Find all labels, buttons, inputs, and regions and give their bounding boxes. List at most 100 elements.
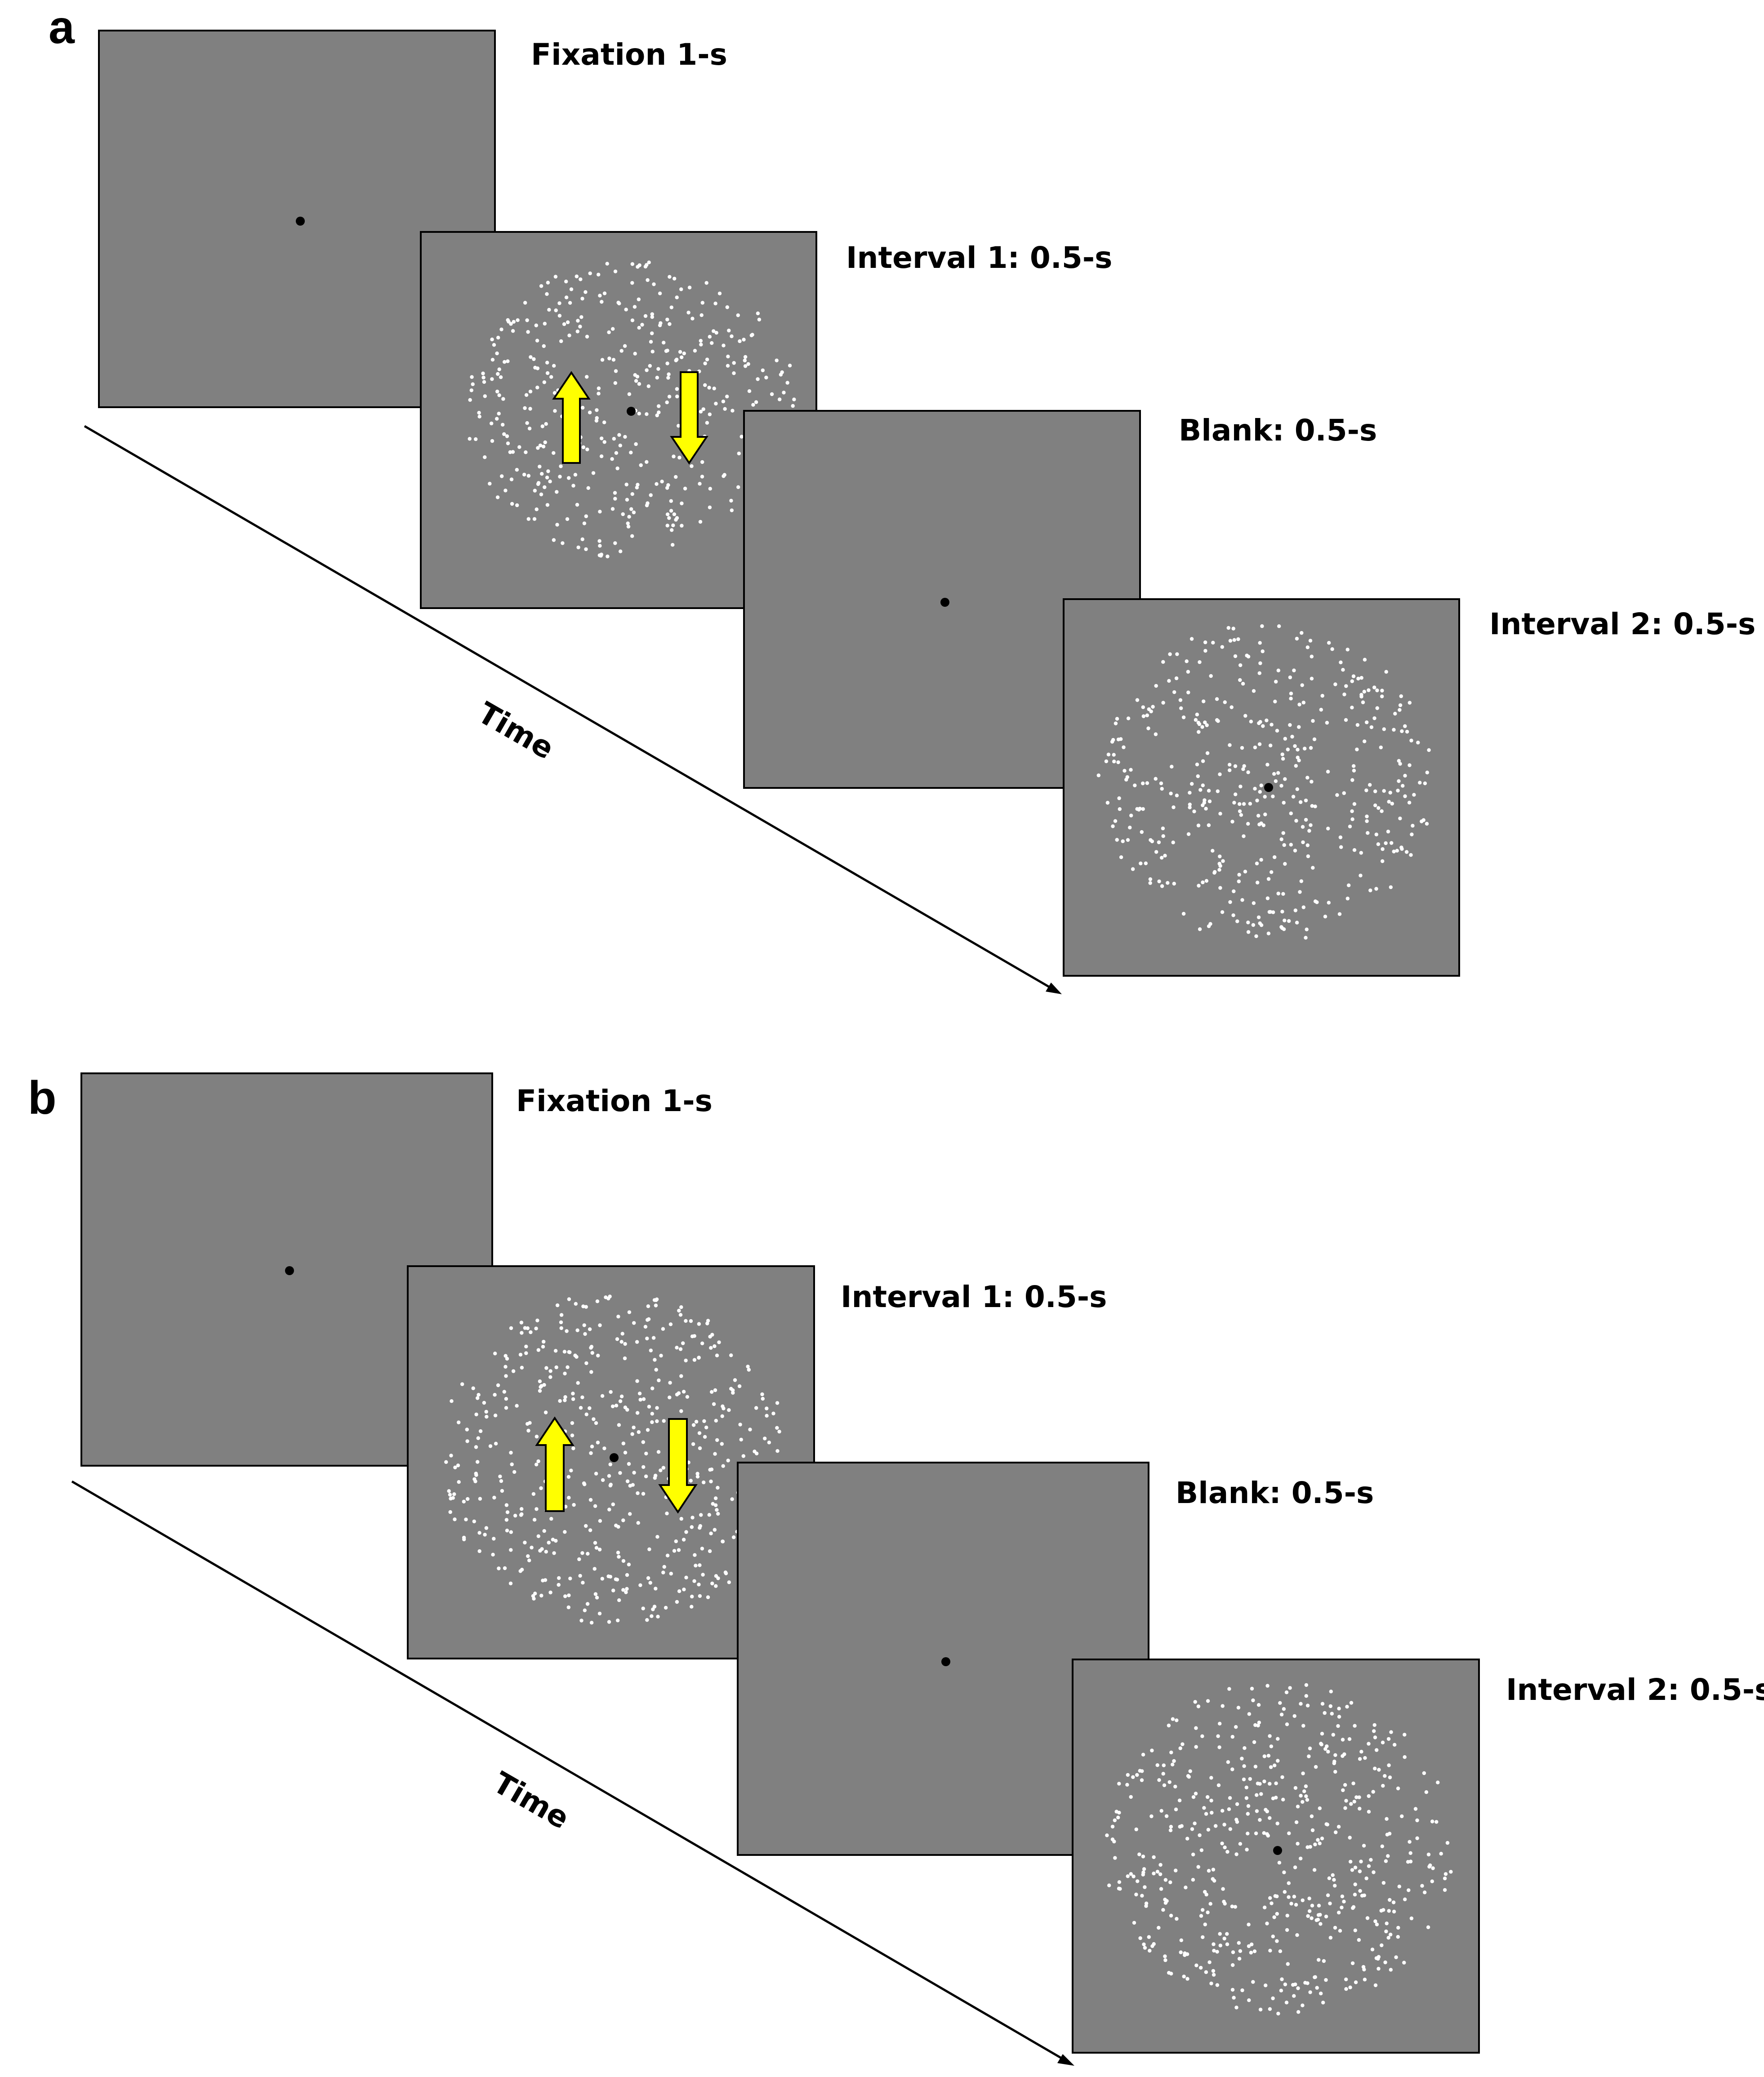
stimulus-dot xyxy=(731,409,735,413)
stimulus-dot xyxy=(1232,889,1236,894)
stimulus-dot xyxy=(611,358,616,362)
stimulus-dot xyxy=(563,1398,567,1402)
stimulus-dot xyxy=(1308,1845,1312,1849)
stimulus-dot xyxy=(474,437,478,441)
stimulus-dot xyxy=(1218,854,1222,858)
stimulus-dot xyxy=(1138,1769,1142,1773)
stimulus-dot xyxy=(1141,1855,1145,1859)
stimulus-dot xyxy=(681,1341,685,1345)
stimulus-dot xyxy=(1290,734,1294,739)
stimulus-dot xyxy=(1227,1807,1231,1811)
stimulus-dot xyxy=(563,1395,567,1399)
stimulus-dot xyxy=(1368,783,1372,787)
stimulus-dot xyxy=(563,1371,567,1376)
stimulus-dot xyxy=(542,380,547,384)
stimulus-dot xyxy=(590,1351,594,1355)
stimulus-dot xyxy=(708,505,712,510)
stimulus-dot xyxy=(712,329,716,333)
stimulus-dot xyxy=(608,1574,613,1579)
stimulus-dot xyxy=(496,1383,500,1388)
stimulus-dot xyxy=(1217,862,1221,866)
stimulus-dot xyxy=(621,1518,625,1522)
frame-label-interval-1: Interval 1: 0.5-s xyxy=(846,240,1112,275)
stimulus-dot xyxy=(1285,1928,1289,1932)
stimulus-dot xyxy=(1389,1730,1393,1734)
stimulus-dot xyxy=(563,1594,567,1598)
time-arrow-line xyxy=(84,425,1060,994)
stimulus-dot xyxy=(1198,1833,1202,1837)
fixation-point xyxy=(941,1657,950,1666)
stimulus-dot xyxy=(1167,1780,1172,1784)
stimulus-dot xyxy=(1159,781,1163,786)
stimulus-dot xyxy=(1272,772,1276,776)
stimulus-dot xyxy=(1211,849,1215,853)
stimulus-dot xyxy=(706,1319,710,1323)
stimulus-dot xyxy=(1331,1873,1335,1877)
stimulus-dot xyxy=(1263,812,1267,817)
stimulus-dot xyxy=(763,1437,767,1441)
stimulus-dot xyxy=(705,357,709,361)
stimulus-dot xyxy=(520,1365,524,1370)
stimulus-dot xyxy=(1230,1904,1234,1908)
stimulus-dot xyxy=(713,1496,718,1500)
stimulus-dot xyxy=(1230,1988,1235,1992)
stimulus-dot xyxy=(655,1535,659,1539)
stimulus-dot xyxy=(593,1541,597,1545)
stimulus-dot xyxy=(647,1547,651,1552)
stimulus-dot xyxy=(747,389,752,393)
stimulus-dot xyxy=(775,1449,780,1453)
stimulus-dot xyxy=(737,1384,742,1388)
stimulus-dot xyxy=(526,1554,530,1558)
stimulus-dot xyxy=(1368,888,1372,893)
stimulus-dot xyxy=(1354,1980,1358,1984)
stimulus-dot xyxy=(613,491,617,495)
stimulus-dot xyxy=(602,420,606,424)
stimulus-dot xyxy=(1251,1980,1255,1984)
stimulus-dot xyxy=(478,1429,483,1433)
stimulus-dot xyxy=(615,1337,619,1341)
stimulus-dot xyxy=(1305,1845,1310,1849)
stimulus-dot xyxy=(1350,706,1354,710)
stimulus-dot xyxy=(554,308,558,312)
stimulus-dot xyxy=(505,1356,509,1361)
stimulus-dot xyxy=(754,1406,758,1410)
stimulus-dot xyxy=(1141,807,1145,811)
stimulus-dot xyxy=(1238,809,1242,814)
stimulus-dot xyxy=(1121,839,1125,843)
stimulus-dot xyxy=(1168,1880,1172,1884)
stimulus-dot xyxy=(753,1450,757,1454)
stimulus-dot xyxy=(1207,789,1211,793)
stimulus-dot xyxy=(568,1576,572,1581)
stimulus-dot xyxy=(567,1496,571,1500)
stimulus-dot xyxy=(1198,788,1203,792)
stimulus-dot xyxy=(617,1423,621,1427)
stimulus-dot xyxy=(515,1404,519,1408)
stimulus-dot xyxy=(1283,1890,1287,1894)
stimulus-dot xyxy=(626,525,631,529)
stimulus-dot xyxy=(448,1510,452,1514)
stimulus-dot xyxy=(453,1465,457,1469)
stimulus-dot xyxy=(1293,1786,1298,1790)
stimulus-dot xyxy=(705,421,709,425)
stimulus-dot xyxy=(1361,700,1365,704)
stimulus-dot xyxy=(1373,1919,1377,1923)
stimulus-dot xyxy=(547,1540,551,1545)
stimulus-dot xyxy=(1276,1759,1280,1763)
stimulus-dot xyxy=(700,1547,704,1551)
stimulus-dot xyxy=(1194,1745,1198,1749)
stimulus-dot xyxy=(657,404,661,408)
stimulus-dot xyxy=(1296,747,1300,752)
stimulus-dot xyxy=(524,393,529,397)
stimulus-dot xyxy=(1381,859,1385,863)
stimulus-dot xyxy=(580,537,584,542)
stimulus-dot xyxy=(1323,1747,1327,1751)
stimulus-dot xyxy=(1360,1894,1364,1898)
stimulus-dot xyxy=(690,1516,695,1520)
stimulus-dot xyxy=(695,1472,699,1476)
stimulus-dot xyxy=(1341,1738,1345,1742)
stimulus-dot xyxy=(761,368,765,373)
stimulus-dot xyxy=(623,1356,627,1361)
stimulus-dot xyxy=(746,1365,750,1369)
stimulus-dot xyxy=(775,1426,779,1430)
